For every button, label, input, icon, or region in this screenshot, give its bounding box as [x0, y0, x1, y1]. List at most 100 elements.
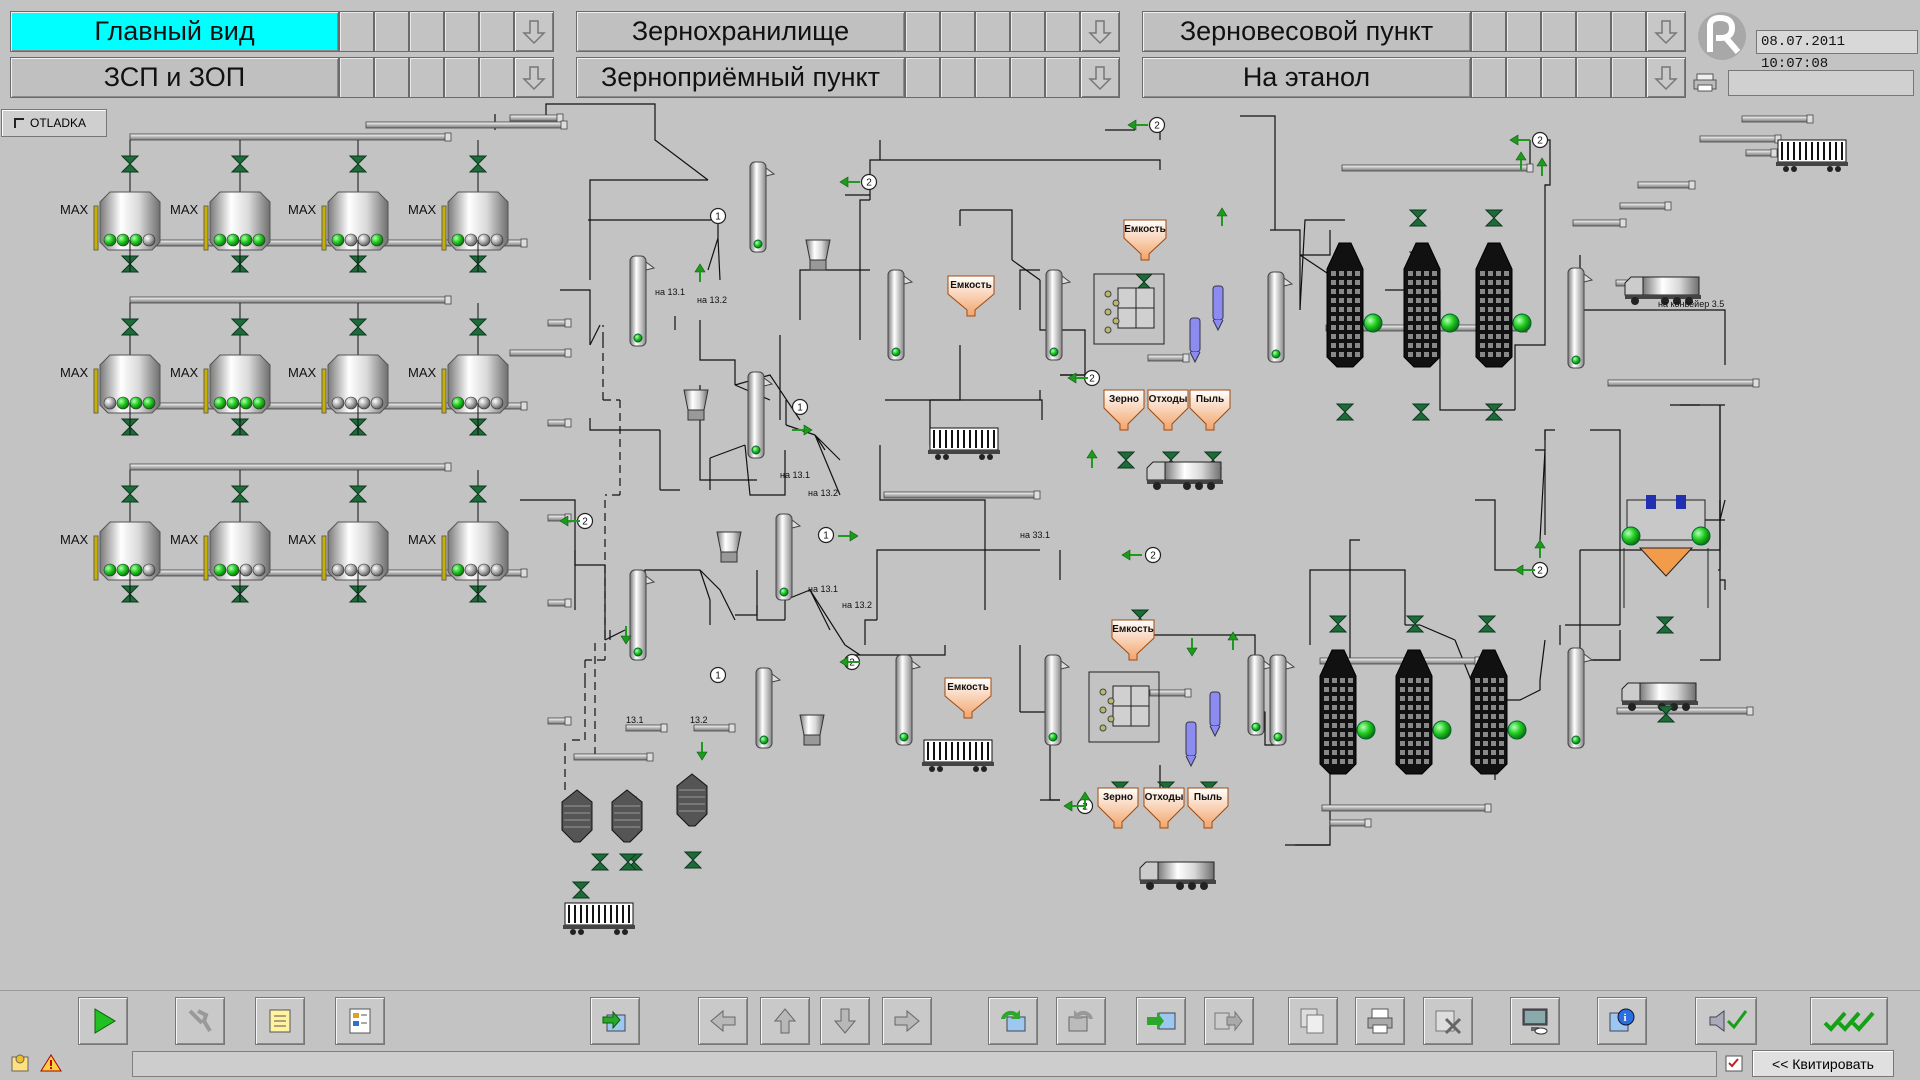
inlet-valve-icon[interactable] [120, 318, 140, 336]
valve-icon[interactable] [571, 881, 591, 899]
valve-icon[interactable] [1484, 209, 1504, 227]
hopper-bin[interactable]: Пыль [1187, 787, 1229, 829]
redo-icon[interactable] [1056, 997, 1106, 1045]
inlet-valve-icon[interactable] [468, 485, 488, 503]
bucket-elevator[interactable] [1045, 269, 1072, 361]
nav-grain-weighing[interactable]: Зерновесовой пункт [1142, 11, 1471, 52]
junction-node[interactable]: 2 [1531, 561, 1549, 579]
junction-node[interactable]: 2 [1144, 546, 1162, 564]
nav-dropdown-arrow-icon[interactable] [1646, 11, 1686, 52]
bucket-elevator[interactable] [747, 371, 774, 459]
nav-grain-storage[interactable]: Зернохранилище [576, 11, 905, 52]
debug-toggle[interactable]: OTLADKA [1, 109, 107, 137]
bucket-elevator[interactable] [895, 654, 922, 746]
valve-icon[interactable] [1116, 451, 1136, 469]
alarm-list-icon[interactable] [10, 1053, 30, 1073]
inlet-valve-icon[interactable] [120, 155, 140, 173]
inlet-valve-icon[interactable] [348, 485, 368, 503]
export-icon[interactable] [590, 997, 640, 1045]
transfer-icon[interactable] [1136, 997, 1186, 1045]
junction-node[interactable]: 2 [860, 173, 878, 191]
nav-dropdown-arrow-icon[interactable] [514, 57, 554, 98]
inlet-valve-icon[interactable] [348, 318, 368, 336]
valve-icon[interactable] [683, 851, 703, 869]
hopper-bin[interactable]: Зерно [1103, 389, 1145, 431]
arrow-up-icon[interactable] [760, 997, 810, 1045]
bucket-elevator[interactable] [1567, 267, 1594, 369]
valve-icon[interactable] [1484, 403, 1504, 421]
arrow-right-icon[interactable] [882, 997, 932, 1045]
grain-dryer[interactable] [1395, 649, 1452, 775]
storage-silo[interactable]: MAX [288, 470, 389, 603]
storage-silo[interactable]: MAX [408, 303, 509, 436]
monitor-icon[interactable] [1510, 997, 1560, 1045]
warning-icon[interactable] [40, 1053, 62, 1073]
storage-silo[interactable]: MAX [60, 303, 161, 436]
nav-dropdown-arrow-icon[interactable] [1646, 57, 1686, 98]
play-icon[interactable] [78, 997, 128, 1045]
junction-node[interactable]: 2 [1148, 116, 1166, 134]
hopper-bin[interactable]: Емкость [947, 275, 995, 317]
storage-silo[interactable]: MAX [60, 140, 161, 273]
valve-icon[interactable] [1477, 615, 1497, 633]
hopper-bin[interactable]: Емкость [1111, 619, 1155, 661]
hopper-bin[interactable]: Отходы [1143, 787, 1185, 829]
undo-icon[interactable] [988, 997, 1038, 1045]
hopper-bin[interactable]: Емкость [1123, 219, 1167, 261]
nav-grain-receiving[interactable]: Зерноприёмный пункт [576, 57, 905, 98]
grain-dryer[interactable] [1319, 649, 1376, 775]
nav-main-view[interactable]: Главный вид [10, 11, 339, 52]
storage-silo[interactable]: MAX [170, 470, 271, 603]
grain-dryer[interactable] [1326, 242, 1383, 368]
valve-icon[interactable] [1335, 403, 1355, 421]
valve-icon[interactable] [1408, 209, 1428, 227]
storage-silo[interactable]: MAX [60, 470, 161, 603]
bucket-elevator[interactable] [887, 269, 914, 361]
bucket-elevator[interactable] [1044, 654, 1071, 746]
grain-dryer[interactable] [1470, 649, 1527, 775]
nav-dropdown-arrow-icon[interactable] [1080, 11, 1120, 52]
notebook-icon[interactable] [255, 997, 305, 1045]
bucket-elevator[interactable] [755, 667, 782, 749]
inlet-valve-icon[interactable] [120, 485, 140, 503]
grain-dryer[interactable] [1475, 242, 1532, 368]
storage-silo[interactable]: MAX [170, 140, 271, 273]
valve-icon[interactable] [1405, 615, 1425, 633]
junction-node[interactable]: 1 [791, 398, 809, 416]
sound-icon[interactable] [1695, 997, 1757, 1045]
valve-icon[interactable] [1328, 615, 1348, 633]
nav-dropdown-arrow-icon[interactable] [514, 11, 554, 52]
bucket-elevator[interactable] [1269, 654, 1296, 746]
grain-dryer[interactable] [1403, 242, 1460, 368]
valve-icon[interactable] [590, 853, 610, 871]
hopper-bin[interactable]: Пыль [1189, 389, 1231, 431]
copy-icon[interactable] [1288, 997, 1338, 1045]
grain-separator[interactable] [1088, 671, 1160, 743]
storage-silo[interactable]: MAX [288, 303, 389, 436]
junction-node[interactable]: 1 [817, 526, 835, 544]
nav-zsp-zop[interactable]: ЗСП и ЗОП [10, 57, 339, 98]
valve-icon[interactable] [1655, 616, 1675, 634]
valve-icon[interactable] [618, 853, 638, 871]
arrow-left-icon[interactable] [698, 997, 748, 1045]
junction-node[interactable]: 1 [709, 666, 727, 684]
inlet-valve-icon[interactable] [348, 155, 368, 173]
print-icon[interactable] [1355, 997, 1405, 1045]
info-icon[interactable]: i [1597, 997, 1647, 1045]
inlet-valve-icon[interactable] [468, 318, 488, 336]
storage-silo[interactable]: MAX [408, 470, 509, 603]
bucket-elevator[interactable] [1567, 647, 1594, 749]
inlet-valve-icon[interactable] [230, 155, 250, 173]
hopper-bin[interactable]: Отходы [1147, 389, 1189, 431]
tools-icon[interactable] [175, 997, 225, 1045]
inlet-valve-icon[interactable] [230, 318, 250, 336]
inlet-valve-icon[interactable] [230, 485, 250, 503]
junction-node[interactable]: 1 [709, 207, 727, 225]
bucket-elevator[interactable] [1267, 271, 1294, 363]
acknowledge-button[interactable]: << Квитировать [1752, 1050, 1894, 1077]
bucket-elevator[interactable] [629, 255, 656, 347]
storage-silo[interactable]: MAX [170, 303, 271, 436]
checklist-icon[interactable] [1724, 1053, 1746, 1073]
junction-node[interactable]: 2 [1531, 131, 1549, 149]
acknowledge-all-icon[interactable] [1810, 997, 1888, 1045]
